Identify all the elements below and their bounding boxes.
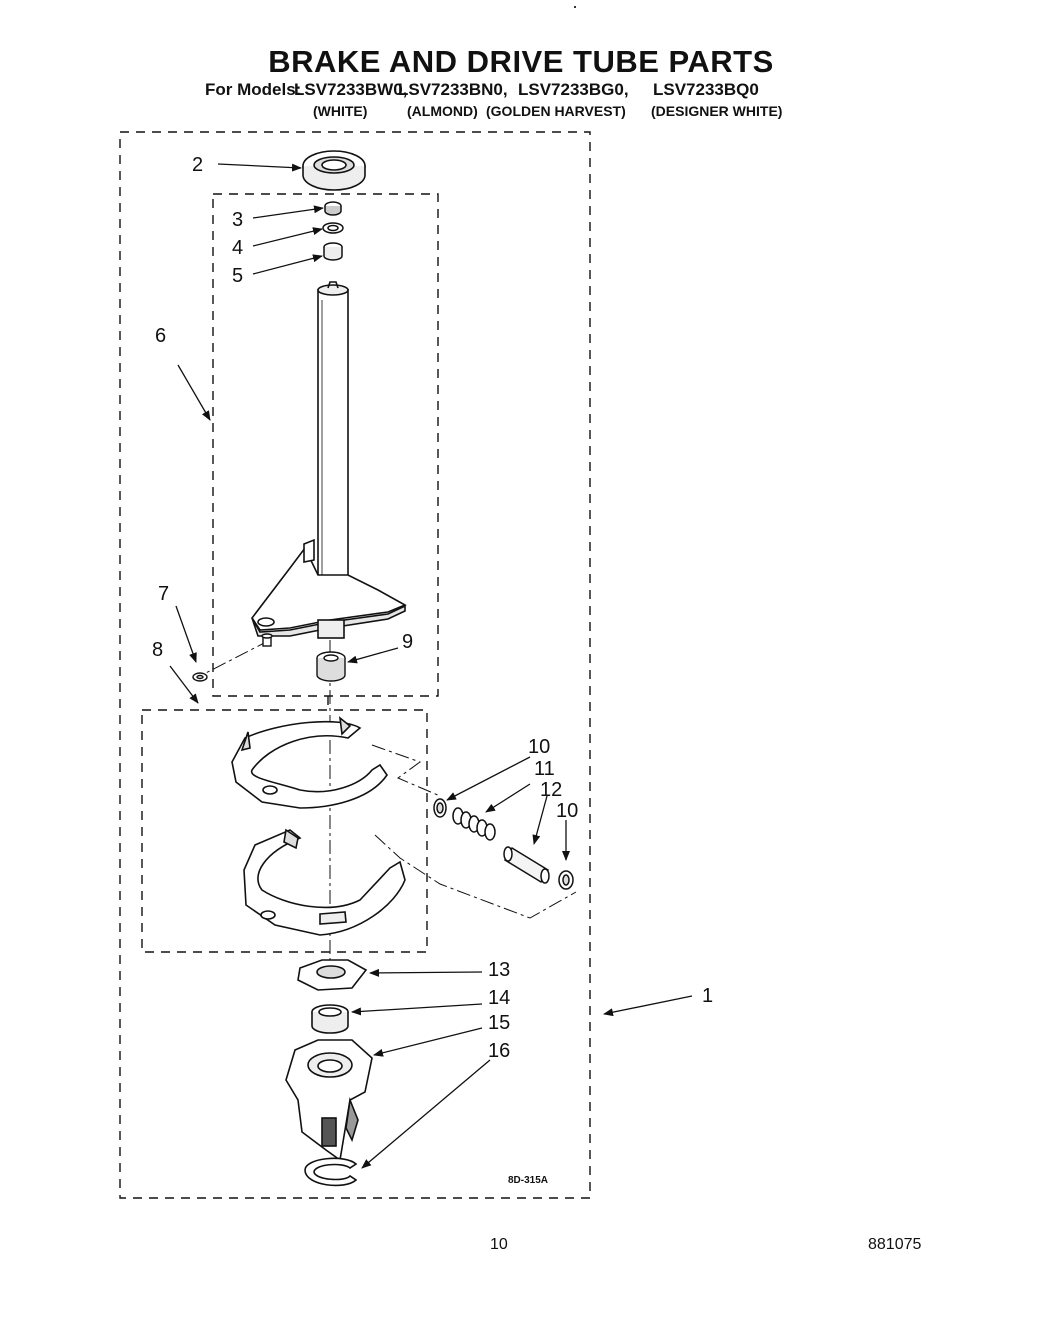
cap-part-10b bbox=[558, 870, 574, 890]
bushing-part-3 bbox=[324, 201, 342, 216]
page-title: BRAKE AND DRIVE TUBE PARTS bbox=[268, 44, 774, 79]
callout-15: 15 bbox=[488, 1012, 510, 1034]
callout-14: 14 bbox=[488, 987, 510, 1009]
callout-6: 6 bbox=[155, 325, 166, 347]
callout-13: 13 bbox=[488, 959, 510, 981]
callout-16: 16 bbox=[488, 1040, 510, 1062]
color-4: (DESIGNER WHITE) bbox=[651, 103, 783, 119]
callout-3: 3 bbox=[232, 209, 243, 231]
callout-10b: 10 bbox=[556, 800, 578, 822]
model-2: LSV7233BN0, bbox=[398, 80, 508, 99]
spring-part-11 bbox=[452, 807, 496, 841]
washer-part-4 bbox=[322, 222, 344, 234]
retaining-ring-part-16 bbox=[304, 1157, 358, 1187]
callout-12: 12 bbox=[540, 779, 562, 801]
color-1: (WHITE) bbox=[313, 103, 368, 119]
bearing-seal-part bbox=[302, 150, 366, 191]
upper-brake-shoe bbox=[231, 716, 388, 809]
cap-part-10a bbox=[433, 798, 447, 818]
screw-part-7 bbox=[261, 633, 273, 647]
color-2: (ALMOND) bbox=[407, 103, 478, 119]
leader-lines bbox=[169, 163, 693, 1169]
callout-labels: 1 2 3 4 5 6 7 8 9 10 11 12 10 13 14 15 1… bbox=[152, 154, 713, 1186]
housing-part-15 bbox=[285, 1039, 373, 1162]
callout-2: 2 bbox=[192, 154, 203, 176]
flange-part-13 bbox=[297, 959, 368, 991]
callout-5: 5 bbox=[232, 265, 243, 287]
color-3: (GOLDEN HARVEST) bbox=[486, 103, 626, 119]
callout-10a: 10 bbox=[528, 736, 550, 758]
callout-11: 11 bbox=[534, 758, 555, 780]
callout-1: 1 bbox=[702, 985, 713, 1007]
scan-speck bbox=[574, 6, 576, 8]
document-number: 881075 bbox=[868, 1236, 922, 1253]
page-number: 10 bbox=[490, 1236, 508, 1253]
bearing-part-5 bbox=[323, 242, 343, 261]
brake-shoe-group-box bbox=[141, 709, 428, 953]
callout-8: 8 bbox=[152, 639, 163, 661]
lower-brake-shoe bbox=[243, 828, 406, 936]
pin-part-12 bbox=[503, 846, 550, 884]
diagram-ref-code: 8D-315A bbox=[508, 1175, 548, 1186]
outer-assembly-box bbox=[119, 131, 591, 1199]
model-1: LSV7233BW0, bbox=[294, 80, 408, 99]
callout-9: 9 bbox=[402, 631, 413, 653]
drive-tube-group-box bbox=[212, 193, 439, 697]
washer-part-8 bbox=[192, 672, 208, 682]
bushing-part-14 bbox=[311, 1004, 349, 1034]
model-3: LSV7233BG0, bbox=[518, 80, 629, 99]
callout-7: 7 bbox=[158, 583, 169, 605]
callout-4: 4 bbox=[232, 237, 243, 259]
bushing-part-9 bbox=[316, 651, 346, 682]
model-4: LSV7233BQ0 bbox=[653, 80, 759, 99]
drive-tube-part bbox=[251, 281, 407, 639]
models-label: For Models: bbox=[205, 80, 302, 99]
